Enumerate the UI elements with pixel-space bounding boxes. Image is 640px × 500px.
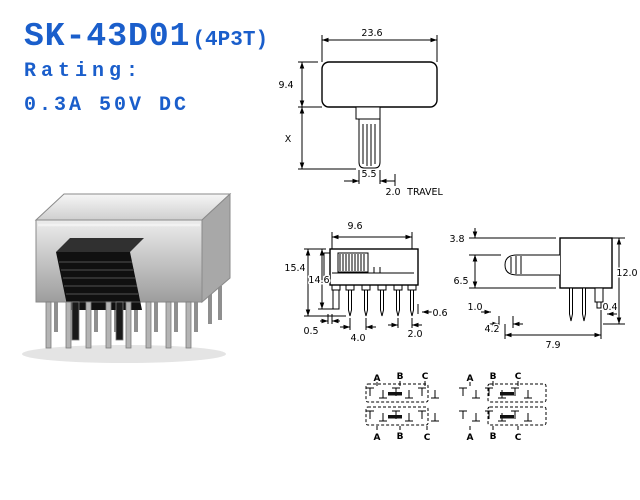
photo-shadow <box>22 345 226 363</box>
profile-view-dimension-lines <box>469 228 625 339</box>
rating-value: 0.3A 50V DC <box>24 94 190 117</box>
terminal-label-a: A <box>374 433 381 443</box>
dim-width-label: 23.6 <box>361 28 382 39</box>
terminal-label-c: C <box>515 372 522 382</box>
front-view-dimension-labels: 23.6 9.4 X 5.5 2.0 TRAVEL <box>277 27 445 200</box>
model-variant: (4P3T) <box>192 29 269 52</box>
profile-view-pins <box>569 287 604 322</box>
dim-travel-label: TRAVEL <box>406 187 443 198</box>
schematic-group-2: A B C <box>458 372 547 403</box>
terminal-label-c: C <box>422 372 429 382</box>
side-view-terminal-bumps <box>331 284 417 291</box>
terminal-label-a: A <box>374 374 381 384</box>
dim-pin-pitch-label: 4.0 <box>350 333 365 344</box>
product-photo <box>22 192 232 363</box>
moving-contact <box>500 415 514 419</box>
header-title: SK-43D01 (4P3T) <box>24 18 268 55</box>
dim-knob-width-label: 9.6 <box>347 221 362 232</box>
dim-shaft-height-label: 6.5 <box>453 276 468 287</box>
schematic-group-4: A B C <box>458 406 547 443</box>
switch-pins-front <box>45 301 192 349</box>
schematic-group-3: A B C <box>365 406 440 443</box>
side-view-dimension-lines <box>304 232 432 330</box>
terminal-label-a: A <box>467 433 474 443</box>
schematic-group-1: A B C <box>365 372 440 403</box>
side-view-dimension-labels: 9.6 15.4 14.6 0.5 4.0 2.0 0.6 <box>283 220 449 346</box>
front-view-dimension-lines <box>298 35 438 186</box>
model-number: SK-43D01 <box>24 18 191 55</box>
rating-label: Rating: <box>24 60 144 83</box>
side-view-switch-outline <box>323 248 419 317</box>
dim-bracket-label: 0.4 <box>602 302 617 313</box>
terminal-schematics: A B C A B C A B C <box>365 372 547 443</box>
profile-view-switch-outline <box>504 237 613 322</box>
contact-position-box <box>487 383 547 403</box>
terminal-label-a: A <box>467 374 474 384</box>
side-view-drawing: 9.6 15.4 14.6 0.5 4.0 2.0 0.6 <box>283 220 449 346</box>
dim-travel-value: 2.0 <box>385 187 400 198</box>
contact-position-box <box>365 406 429 426</box>
side-view-pins <box>332 289 414 317</box>
front-view-drawing: 23.6 9.4 X 5.5 2.0 TRAVEL <box>277 27 445 200</box>
dim-offset-left-label: 0.5 <box>303 326 318 337</box>
dim-pin-offset-label: 1.0 <box>467 302 482 313</box>
terminal-label-b: B <box>397 372 404 382</box>
dim-offset-right-label: 0.6 <box>432 308 447 319</box>
moving-contact <box>500 392 514 396</box>
dim-top-gap-label: 3.8 <box>449 234 464 245</box>
dim-height-body-label: 14.6 <box>308 275 329 286</box>
dim-height-total-label: 15.4 <box>284 263 305 274</box>
moving-contact <box>388 415 402 419</box>
profile-view-dimension-labels: 3.8 6.5 12.0 1.0 4.2 0.4 7.9 <box>448 233 639 353</box>
contact-position-box <box>365 383 429 403</box>
dim-depth-label: 7.9 <box>545 340 560 351</box>
switch-knob[interactable] <box>56 238 144 310</box>
dim-x-label: X <box>285 134 292 145</box>
contact-position-box <box>487 406 547 426</box>
dim-stem-label: 5.5 <box>361 169 376 180</box>
terminal-label-b: B <box>490 372 497 382</box>
terminal-label-b: B <box>397 432 404 442</box>
moving-contact <box>388 392 402 396</box>
terminal-label-b: B <box>490 432 497 442</box>
terminal-label-c: C <box>424 433 431 443</box>
dim-height-label: 9.4 <box>278 80 293 91</box>
dim-pin-span-label: 4.2 <box>484 324 499 335</box>
dim-pin-gap-label: 2.0 <box>407 329 422 340</box>
profile-view-drawing: 3.8 6.5 12.0 1.0 4.2 0.4 7.9 <box>448 228 639 353</box>
front-view-switch-outline <box>321 61 438 169</box>
dim-height-label: 12.0 <box>616 268 637 279</box>
terminal-label-c: C <box>515 433 522 443</box>
